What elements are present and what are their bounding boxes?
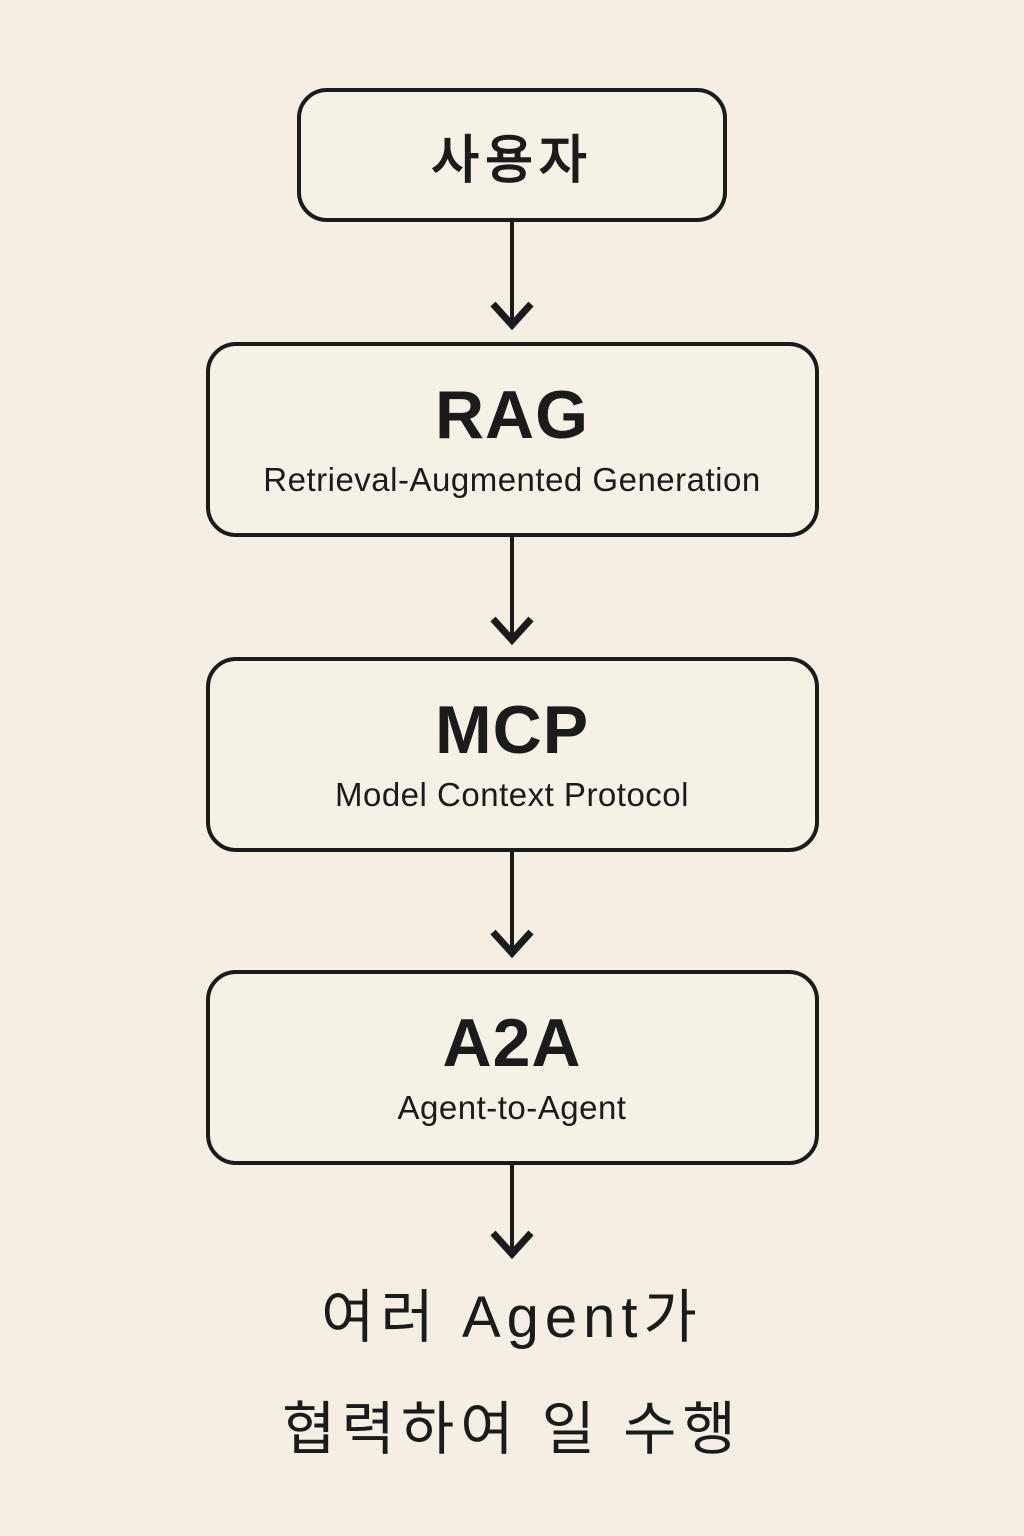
down-arrow-icon — [490, 852, 534, 959]
node-a2a-title: A2A — [442, 1004, 582, 1081]
flow-connector — [488, 852, 536, 970]
node-mcp: MCP Model Context Protocol — [205, 657, 819, 852]
down-arrow-icon — [490, 1165, 534, 1259]
node-mcp-subtitle: Model Context Protocol — [334, 776, 689, 814]
flow-connector — [488, 222, 536, 342]
down-arrow-icon — [490, 222, 534, 331]
node-rag-subtitle: Retrieval-Augmented Generation — [263, 461, 761, 499]
node-mcp-title: MCP — [434, 691, 590, 768]
flow-connector — [488, 537, 536, 657]
caption-text: 여러 Agent가 협력하여 일 수행 — [282, 1262, 742, 1486]
caption-line-2: 협력하여 일 수행 — [282, 1397, 742, 1462]
down-arrow-icon — [490, 537, 534, 646]
node-rag-title: RAG — [434, 376, 590, 453]
flow-connector — [488, 1165, 536, 1262]
node-a2a: A2A Agent-to-Agent — [205, 970, 819, 1165]
node-rag: RAG Retrieval-Augmented Generation — [205, 342, 819, 537]
node-user-title: 사용자 — [431, 131, 593, 190]
node-user: 사용자 — [297, 88, 727, 222]
caption-line-1: 여러 Agent가 — [321, 1285, 703, 1350]
node-a2a-subtitle: Agent-to-Agent — [397, 1089, 627, 1127]
